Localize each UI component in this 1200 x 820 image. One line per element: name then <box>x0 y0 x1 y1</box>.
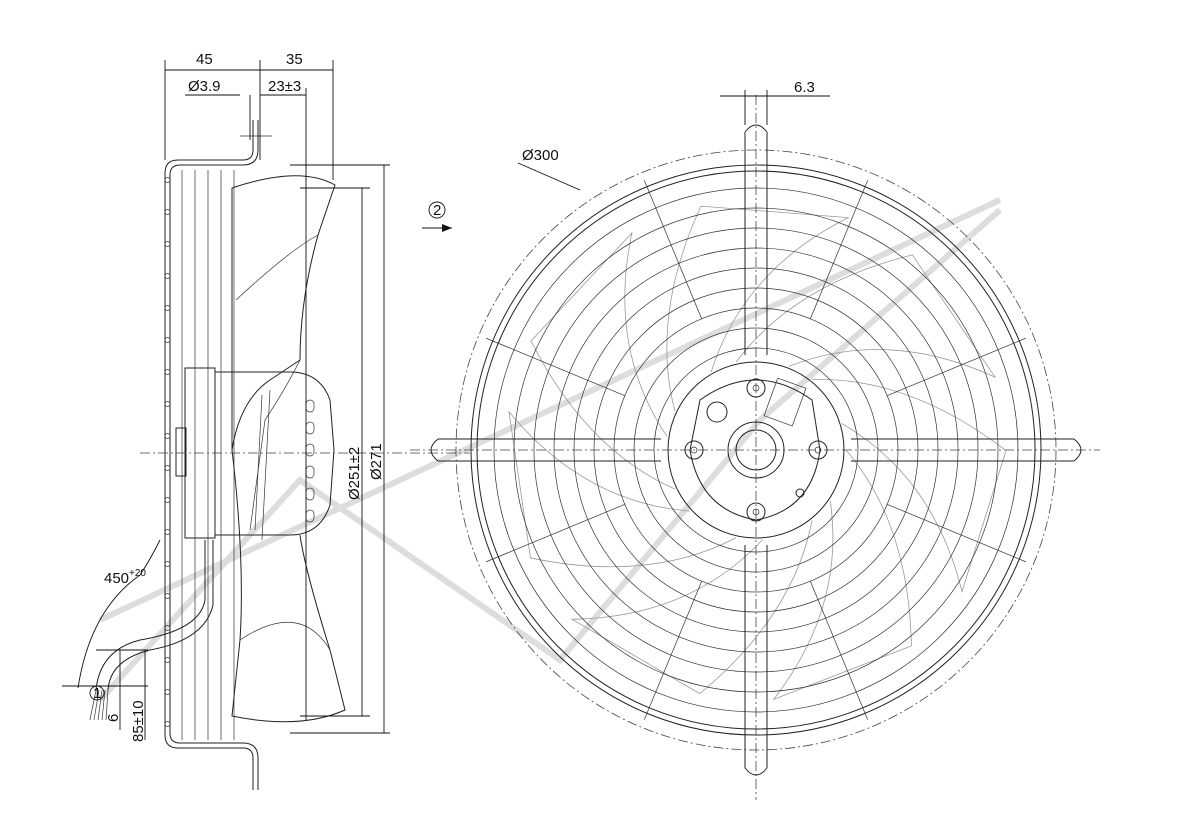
guard-ring <box>476 170 1036 730</box>
guard-strut <box>887 337 1026 396</box>
callout-1: 1 <box>93 685 101 702</box>
guard-ring <box>493 187 1019 713</box>
motor-slot <box>305 465 315 479</box>
rod-section <box>164 689 171 695</box>
mounting-bolt <box>684 440 704 460</box>
dim-dia-300: Ø300 <box>522 147 559 164</box>
dim-dia-3-9: Ø3.9 <box>188 78 221 95</box>
rod-section <box>164 465 171 471</box>
watermark <box>97 197 1002 703</box>
dim-35: 35 <box>286 51 303 68</box>
guard-ring <box>573 267 939 633</box>
rod-section <box>164 305 171 311</box>
mounting-bolt <box>746 502 766 522</box>
fan-blade <box>735 254 997 379</box>
mounting-bolt <box>746 378 766 398</box>
rod-section <box>164 561 171 567</box>
side-dimensions: 45 35 Ø3.9 23±3 Ø251±2 Ø271 450+20 6 85±… <box>62 51 390 742</box>
mounting-foot <box>744 767 768 776</box>
guard-ring <box>533 227 979 673</box>
bolt-hole <box>752 384 760 392</box>
guard-strut <box>887 504 1026 563</box>
dim-dia-271: Ø271 <box>368 443 385 480</box>
fan-blade <box>570 520 813 695</box>
fan-blade <box>666 205 850 412</box>
guard-strut <box>810 180 869 319</box>
rod-section <box>164 177 171 183</box>
fan-blade <box>772 449 912 701</box>
bolt-hole <box>752 508 760 516</box>
side-view <box>89 120 470 790</box>
dim-45: 45 <box>196 51 213 68</box>
front-dimensions: 6.3 Ø300 <box>517 79 830 191</box>
guard-strut <box>810 581 869 720</box>
mounting-foot <box>744 124 768 133</box>
rod-section <box>164 433 171 439</box>
rod-section <box>164 369 171 375</box>
dim-strip-85: 85±10 <box>130 700 147 742</box>
fan-blade <box>508 410 737 568</box>
guard-ring <box>633 327 879 573</box>
guard-ring <box>553 247 959 653</box>
guard-strut <box>486 337 625 396</box>
guard-strut <box>486 504 625 563</box>
mounting-foot <box>1073 438 1082 462</box>
callout-2: 2 <box>433 202 441 219</box>
guard-ring <box>470 164 1042 736</box>
bolt-hole <box>814 446 822 454</box>
rod-section <box>164 337 171 343</box>
rod-section <box>164 625 171 631</box>
fan-blade <box>530 231 676 490</box>
motor-slot <box>305 421 315 435</box>
rod-section <box>164 401 171 407</box>
airflow-direction: 2 <box>422 201 452 232</box>
motor-slot <box>305 399 315 413</box>
rod-section <box>164 721 171 727</box>
rod-section <box>164 209 171 215</box>
rod-section <box>164 657 171 663</box>
dim-dia-251: Ø251±2 <box>346 447 363 500</box>
dim-cable-450: 450+20 <box>104 568 146 587</box>
guard-ring <box>593 287 919 613</box>
dim-6-3: 6.3 <box>794 79 815 96</box>
rod-section <box>164 593 171 599</box>
mounting-bolt <box>808 440 828 460</box>
rod-section <box>164 241 171 247</box>
guard-strut <box>643 180 702 319</box>
guard-ring <box>613 307 899 593</box>
front-view <box>410 95 1100 800</box>
guard-strut <box>643 581 702 720</box>
motor-slot <box>305 443 315 457</box>
bolt-hole <box>690 446 698 454</box>
fan-blade <box>812 379 1007 594</box>
mounting-foot <box>430 438 439 462</box>
dim-23: 23±3 <box>268 78 301 95</box>
guard-ring <box>653 347 859 553</box>
guard-ring <box>513 207 999 693</box>
rod-section <box>164 529 171 535</box>
dim-strip-6: 6 <box>105 714 122 722</box>
rod-section <box>164 273 171 279</box>
rod-section <box>164 497 171 503</box>
arrow-right-icon <box>442 224 452 232</box>
